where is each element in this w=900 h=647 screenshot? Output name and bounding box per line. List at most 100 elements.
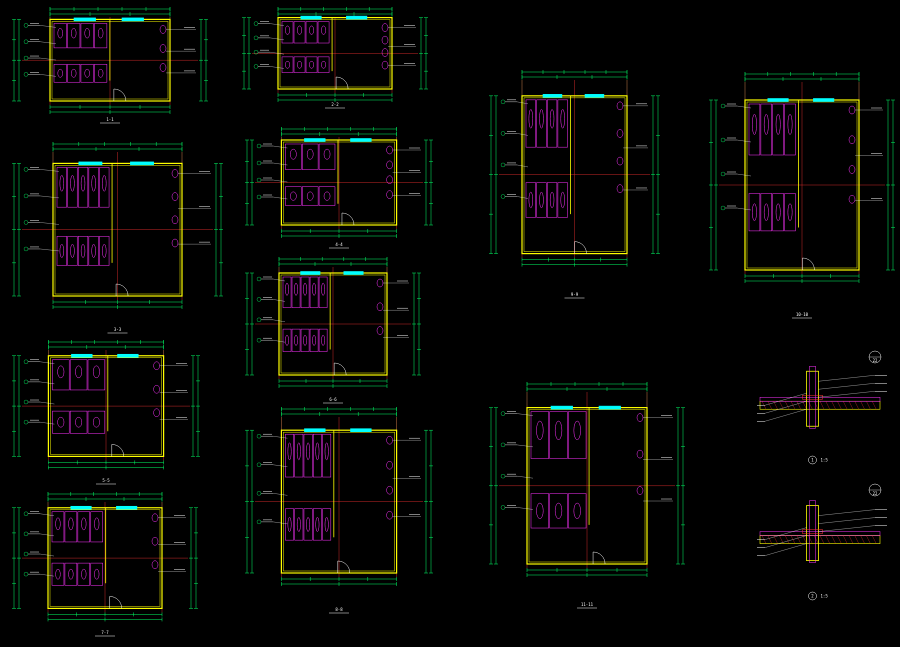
toilet-stall [748,103,761,156]
toilet-fixture [775,203,781,221]
sink-fixture [381,35,389,45]
toilet-fixture [55,568,61,580]
hatch-line [808,401,813,410]
sink-fixture [848,165,856,174]
door-swing [111,444,125,457]
window [130,161,154,166]
toilet-stall [67,236,78,266]
hatch-line [848,401,854,410]
door-swing [333,362,347,376]
door-swing [337,560,351,574]
sink-fixture [386,160,393,170]
leader-line [764,543,807,556]
toilet-plan-4: 4-4 [245,127,433,249]
toilet-stall [77,562,91,586]
window [304,138,326,142]
window [70,505,92,510]
leader-line [818,525,876,532]
toilet-stall [53,64,67,83]
hatch-line [814,535,819,544]
toilet-fixture [290,191,297,201]
window [350,138,372,142]
toilet-stall [322,508,332,541]
toilet-stall [285,186,302,206]
toilet-stall [530,493,549,529]
toilet-plan-6: 6-6 [245,257,421,404]
toilet-stall [760,103,772,156]
sink-fixture [848,135,856,144]
leader-line [272,464,288,467]
plan-caption: 1-1 [106,117,114,122]
toilet-fixture [787,113,793,135]
exterior-wall [280,139,398,226]
leader-line [269,23,285,26]
toilet-stall [99,167,110,208]
sink-fixture [151,536,159,546]
hatch-line [866,401,871,410]
leader-line [39,169,60,172]
toilet-stall [67,23,81,49]
toilet-stall [305,56,318,73]
toilet-fixture [285,60,290,69]
toilet-fixture [321,282,325,296]
toilet-fixture [324,517,329,532]
toilet-fixture [296,517,301,532]
leader-line [39,533,55,537]
leader-line [272,278,286,282]
hatch-line [819,401,825,410]
toilet-stall [56,236,67,266]
toilet-stall [282,328,292,352]
toilet-fixture [68,517,74,531]
toilet-stall [294,508,304,541]
interior-wall-face [49,509,161,607]
toilet-stall [536,182,547,218]
leader-line [818,383,876,390]
pipe [809,500,816,563]
sink-fixture [386,510,393,520]
toilet-stall [309,328,319,352]
toilet-fixture [94,517,100,531]
toilet-plan-1: 1-1 [12,7,208,124]
toilet-fixture [57,28,63,39]
toilet-fixture [287,517,292,532]
toilet-stall [317,21,330,44]
toilet-stall [99,236,110,266]
plan-caption: 9-9 [571,292,579,297]
plan-caption: 10-10 [796,312,809,317]
toilet-stall [53,23,67,49]
sink-fixture [616,156,624,166]
window [300,15,322,20]
toilet-stall [309,276,319,308]
toilet-stall [285,143,302,170]
detail-number-bubble [808,455,817,465]
hatch-line [872,401,877,410]
toilet-fixture [306,517,311,532]
toilet-fixture [315,442,320,461]
toilet-fixture [554,502,563,519]
window [584,94,605,98]
sink-fixture [159,44,167,53]
plan-caption: 4-4 [335,242,343,247]
toilet-fixture [560,109,565,129]
toilet-stall [557,182,568,218]
toilet-fixture [752,203,757,221]
hatch-line [837,401,842,410]
toilet-stall [313,433,322,478]
hatch-line [785,535,790,544]
pipe [809,366,816,429]
toilet-stall [94,64,108,83]
toilet-stall [88,167,99,208]
window [346,15,368,20]
hatch-line [796,535,801,544]
sink-fixture [151,560,159,569]
exterior-wall [526,407,648,565]
toilet-fixture [573,420,581,441]
toilet-fixture [59,244,64,258]
window [767,98,789,102]
toilet-stall [64,511,78,543]
hatch-line [785,401,790,410]
toilet-stall [784,193,796,232]
toilet-stall [557,99,568,148]
toilet-fixture [303,334,307,346]
